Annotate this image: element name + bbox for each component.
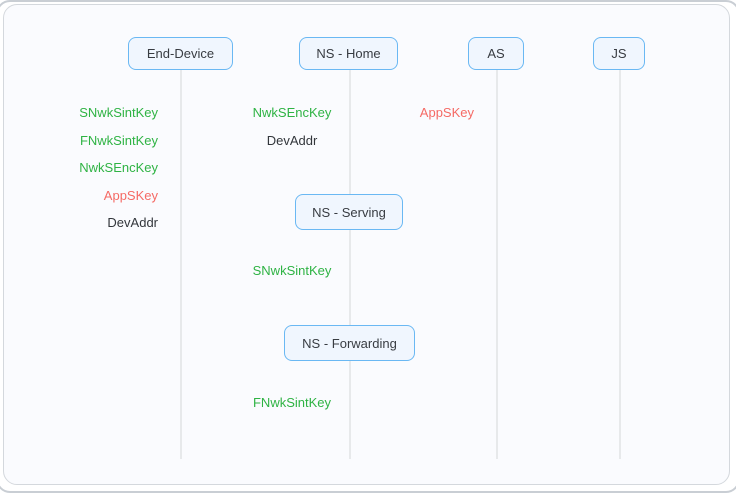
key-label-appskey-as: AppSKey (419, 105, 474, 120)
key-label-fnwksintkey-end-device: FNwkSintKey (79, 133, 158, 148)
entity-label-js: JS (611, 46, 627, 61)
entity-box-ns-home: NS - Home (299, 37, 398, 70)
key-label-devaddr-end-device: DevAddr (107, 215, 158, 230)
entity-box-ns-forwarding: NS - Forwarding (284, 325, 415, 361)
entity-label-ns-serving: NS - Serving (312, 204, 386, 220)
entity-label-ns-forwarding: NS - Forwarding (302, 335, 397, 351)
entity-box-as: AS (468, 37, 524, 70)
key-label-devaddr-ns-home: DevAddr (266, 133, 318, 148)
lifeline-ns (349, 70, 351, 459)
key-label-nwksenckey-end-device: NwkSEncKey (79, 160, 158, 175)
entity-label-ns-home: NS - Home (316, 46, 381, 61)
entity-box-ns-serving: NS - Serving (295, 194, 403, 230)
key-label-snwksintkey-end-device: SNwkSintKey (79, 105, 158, 120)
lifeline-js (619, 70, 621, 459)
key-label-appskey-end-device: AppSKey (103, 188, 158, 203)
entity-label-as: AS (487, 46, 505, 61)
entity-box-js: JS (593, 37, 645, 70)
key-label-fnwksintkey-ns-forwarding: FNwkSintKey (252, 395, 332, 410)
key-label-nwksenckey-ns-home: NwkSEncKey (252, 105, 332, 120)
entity-box-end-device: End-Device (128, 37, 233, 70)
lifeline-end-device (180, 70, 182, 459)
diagram-card (3, 4, 730, 485)
entity-label-end-device: End-Device (146, 46, 215, 61)
key-label-snwksintkey-ns-serving: SNwkSintKey (252, 263, 332, 278)
lifeline-as (496, 70, 498, 459)
